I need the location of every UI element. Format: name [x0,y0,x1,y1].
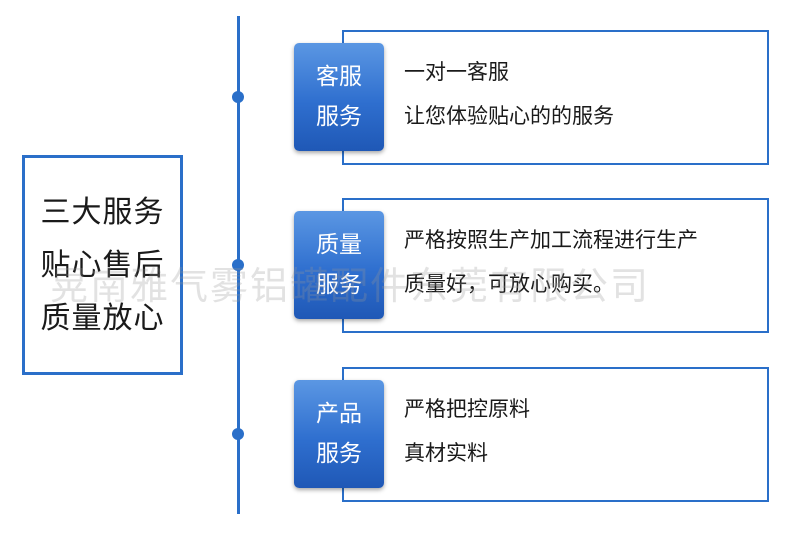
service-line: 严格按照生产加工流程进行生产 [404,228,698,252]
tag-line: 服务 [316,441,362,467]
service-tag-quality: 质量 服务 [294,211,384,319]
summary-line: 三大服务 [40,194,165,230]
service-line: 严格把控原料 [404,397,530,421]
summary-line: 贴心售后 [40,247,165,283]
service-card-product: 严格把控原料 真材实料 [342,367,769,502]
service-line: 让您体验贴心的的服务 [404,104,614,128]
service-line: 质量好，可放心购买。 [404,272,614,296]
tag-line: 客服 [316,64,362,90]
service-tag-product: 产品 服务 [294,380,384,488]
service-tag-customer: 客服 服务 [294,43,384,151]
timeline-dot [232,428,244,440]
tag-line: 服务 [316,272,362,298]
service-card-customer: 一对一客服 让您体验贴心的的服务 [342,30,769,165]
summary-line: 质量放心 [40,300,165,336]
tag-line: 质量 [316,232,362,258]
tag-line: 服务 [316,104,362,130]
service-line: 真材实料 [404,441,488,465]
timeline-dot [232,259,244,271]
service-line: 一对一客服 [404,60,509,84]
summary-box: 三大服务 贴心售后 质量放心 [22,155,183,375]
timeline-dot [232,91,244,103]
tag-line: 产品 [316,401,362,427]
service-card-quality: 严格按照生产加工流程进行生产 质量好，可放心购买。 [342,198,769,333]
